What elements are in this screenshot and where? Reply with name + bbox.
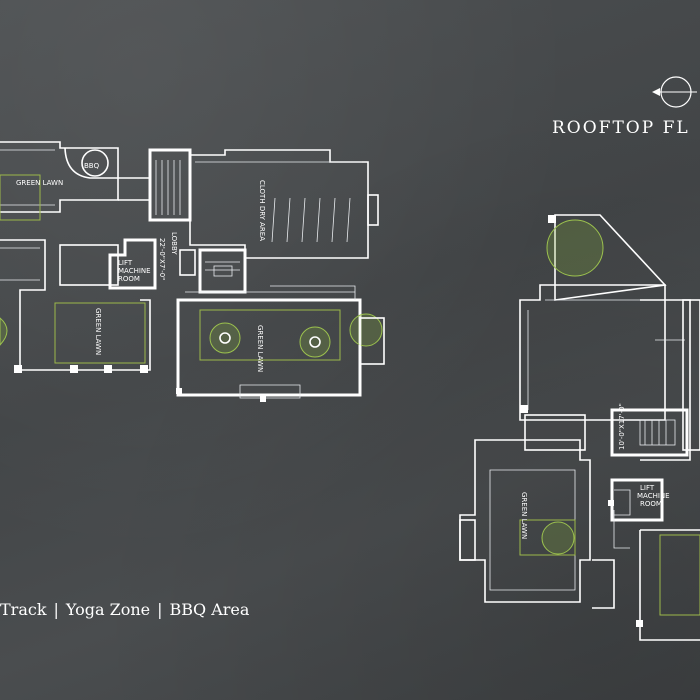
lobby-label: LOBBY bbox=[170, 232, 178, 255]
lawn-mid-left bbox=[54, 302, 146, 364]
green-lawn-label-1: GREEN LAWN bbox=[16, 179, 63, 187]
fire-stair-dim-label: 10'-0"X17'-0" bbox=[618, 403, 626, 450]
tree-canopy bbox=[546, 219, 604, 277]
amenity-track: Track bbox=[0, 600, 47, 619]
amenity-separator: | bbox=[53, 600, 59, 619]
amenity-separator: | bbox=[157, 600, 163, 619]
right-plan: 10'-0"X17'-0" LIFT MACHINE ROOM GREEN LA… bbox=[459, 214, 700, 641]
left-plan: GREEN LAWN BBQ 22'-0"X7'-0" LOBBY CLOTH … bbox=[0, 141, 385, 402]
lift-label-1: LIFT MACHINE ROOM bbox=[118, 259, 153, 283]
dry-lines bbox=[271, 197, 351, 243]
bbq-circle bbox=[81, 149, 109, 177]
lobby-dim-label: 22'-0"X7'-0" bbox=[158, 238, 166, 280]
amenity-yoga-zone: Yoga Zone bbox=[65, 600, 151, 619]
bbq-label: BBQ bbox=[84, 162, 100, 170]
green-lawn-label-3: GREEN LAWN bbox=[256, 325, 264, 372]
green-lawn-label-2: GREEN LAWN bbox=[94, 308, 102, 355]
north-arrow-icon bbox=[652, 76, 697, 108]
room-mid-left bbox=[59, 244, 119, 286]
lawn-block-right bbox=[176, 298, 362, 397]
floor-title: ROOFTOP FL bbox=[552, 118, 690, 138]
green-lawn-label-4: GREEN LAWN bbox=[520, 492, 528, 539]
amenities-list: Track | Yoga Zone | BBQ Area bbox=[0, 600, 249, 619]
lawn-top-left bbox=[0, 174, 41, 221]
cloth-dry-label: CLOTH DRY AREA bbox=[258, 180, 266, 241]
lift-label-2: LIFT MACHINE ROOM bbox=[637, 484, 672, 508]
amenity-bbq-area: BBQ Area bbox=[169, 600, 250, 619]
fire-stair-right bbox=[610, 408, 689, 457]
lift-machine-room-left bbox=[108, 238, 157, 290]
